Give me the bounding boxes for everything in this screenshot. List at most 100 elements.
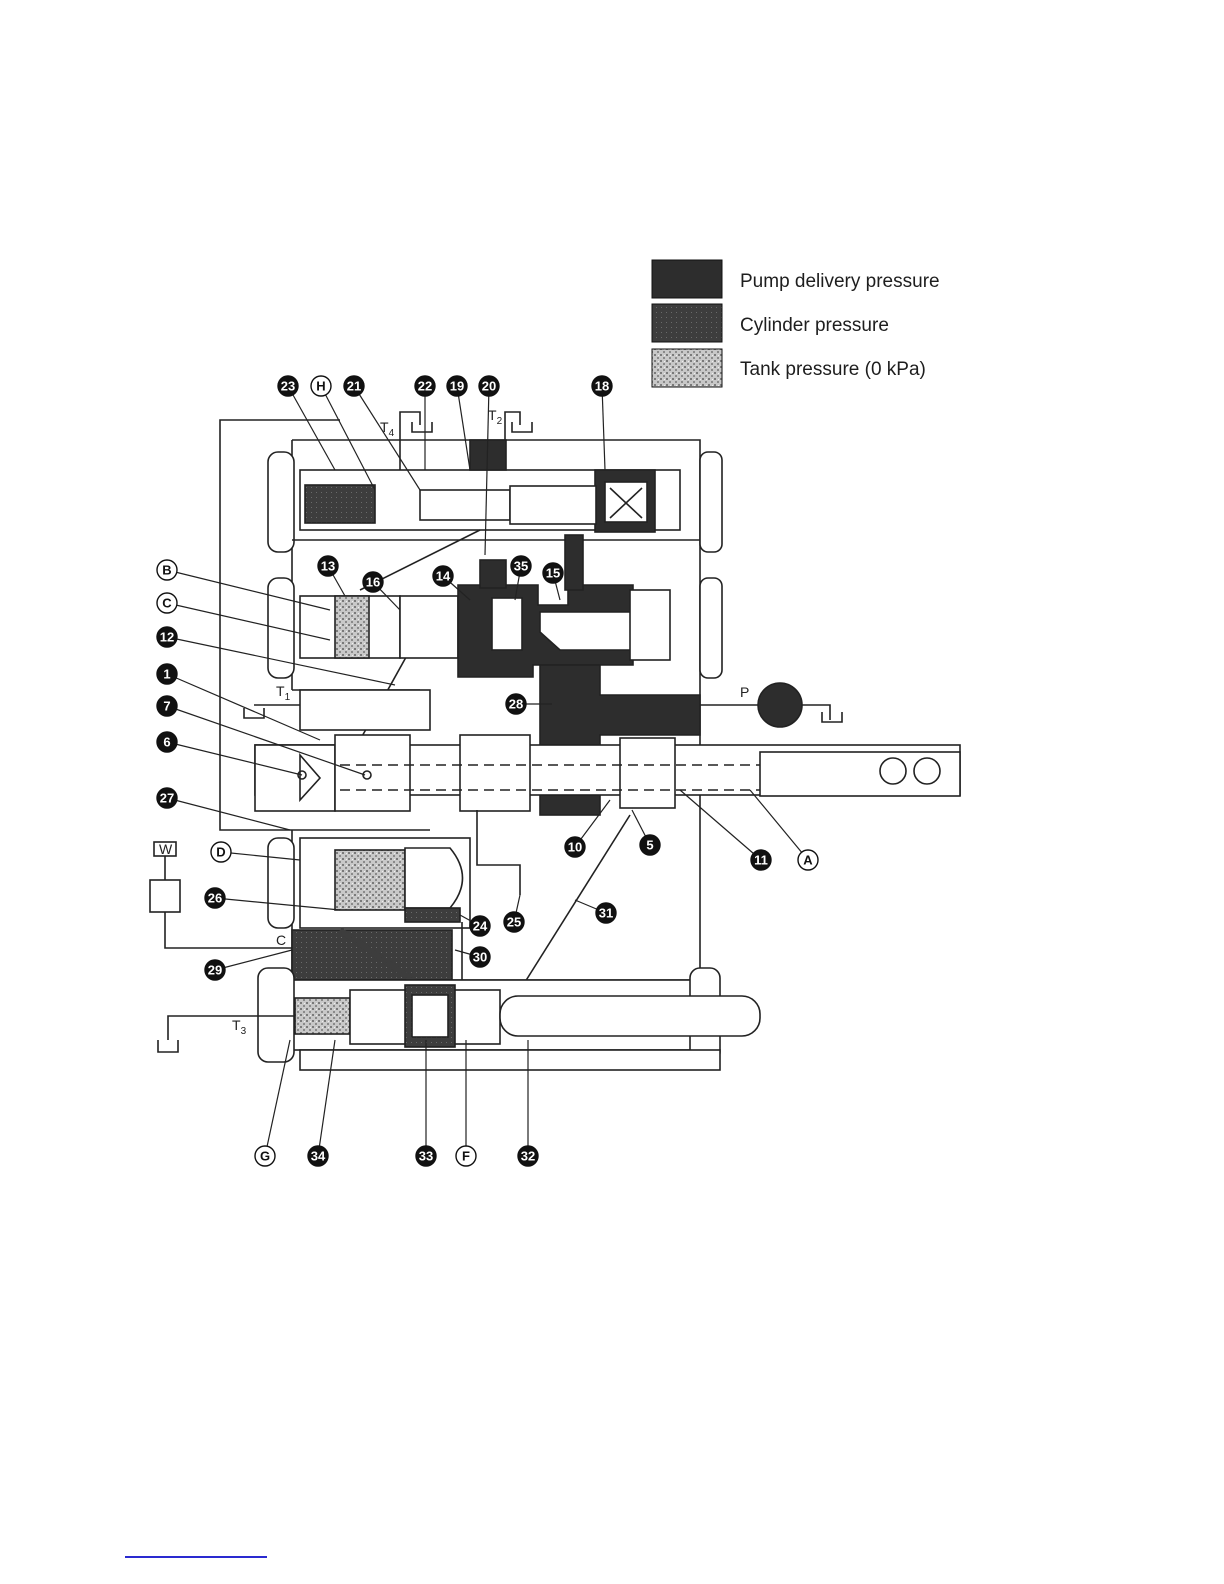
regulator-plunger (500, 996, 760, 1036)
callout-text-23: 23 (281, 379, 295, 394)
regulator-spool-land (412, 995, 448, 1037)
t2-tank-symbol (512, 422, 532, 432)
end-cap-right-mid (700, 578, 722, 678)
callout-leader-a (750, 790, 808, 860)
callout-text-30: 30 (473, 950, 487, 965)
callout-leader-29 (215, 950, 292, 970)
callout-text-13: 13 (321, 559, 335, 574)
legend-label-cylinder: Cylinder pressure (740, 315, 889, 336)
callout-leader-1 (167, 674, 320, 740)
pump-tank-symbol (822, 712, 842, 722)
callout-text-g: G (260, 1149, 270, 1164)
t1-chamber (300, 690, 430, 730)
callout-text-5: 5 (646, 838, 653, 853)
callout-11: 11 (680, 790, 771, 870)
callout-text-b: B (162, 563, 171, 578)
callout-15: 15 (543, 563, 563, 600)
callout-text-11: 11 (754, 853, 768, 868)
legend-swatch-pump (652, 260, 722, 298)
callout-text-18: 18 (595, 379, 609, 394)
callout-text-33: 33 (419, 1149, 433, 1164)
callout-text-a: A (803, 853, 813, 868)
footnote-rule (125, 1556, 267, 1558)
callout-14: 14 (433, 566, 470, 600)
pump-passage-lower (540, 795, 600, 815)
pump-feed-top (480, 560, 506, 588)
callout-text-12: 12 (160, 630, 174, 645)
callout-leader-11 (680, 790, 761, 860)
callout-1: 1 (157, 664, 320, 740)
main-spool-poppet (492, 598, 522, 650)
callout-text-27: 27 (160, 791, 174, 806)
main-spool-spring (335, 596, 369, 658)
legend-item-cylinder: Cylinder pressure (652, 304, 889, 342)
callout-leader-19 (457, 386, 470, 470)
main-spool-land (400, 596, 458, 658)
callout-13: 13 (318, 556, 345, 596)
legend-label-tank: Tank pressure (0 kPa) (740, 359, 926, 380)
control-spool-land-3 (620, 738, 675, 808)
control-spool-left-end (255, 745, 335, 811)
callout-text-35: 35 (514, 559, 528, 574)
lower-valve-spring (335, 850, 405, 910)
callout-text-16: 16 (366, 575, 380, 590)
port-label-t3: T3 (232, 1017, 247, 1037)
callout-text-32: 32 (521, 1149, 535, 1164)
port-label-c: C (276, 932, 286, 948)
end-cap-right-top (700, 452, 722, 552)
legend: Pump delivery pressure Cylinder pressure… (652, 260, 940, 387)
callout-text-19: 19 (450, 379, 464, 394)
callout-text-1: 1 (163, 667, 170, 682)
t3-tank-symbol (158, 1040, 178, 1052)
callout-text-f: F (462, 1149, 470, 1164)
callout-text-21: 21 (347, 379, 361, 394)
legend-swatch-cylinder (652, 304, 722, 342)
cylinder-w-body (150, 880, 180, 912)
callout-text-c: C (162, 596, 172, 611)
lower-valve-cyl-strip (405, 908, 460, 922)
pump-passage-28 (540, 665, 700, 745)
pump-feed-vertical (565, 535, 583, 590)
callout-18: 18 (592, 376, 612, 470)
legend-label-pump: Pump delivery pressure (740, 271, 940, 292)
callout-text-22: 22 (418, 379, 432, 394)
callout-text-7: 7 (163, 699, 170, 714)
callout-text-24: 24 (473, 919, 488, 934)
callout-text-29: 29 (208, 963, 222, 978)
pump-symbol (758, 683, 802, 727)
t4-tank-symbol (412, 422, 432, 432)
port-label-t4: T4 (380, 419, 395, 439)
t4-line (400, 412, 420, 470)
legend-swatch-tank (652, 349, 722, 387)
callout-text-15: 15 (546, 566, 560, 581)
control-spool-land-2 (460, 735, 530, 811)
callout-leader-b (167, 570, 330, 610)
callout-19: 19 (447, 376, 470, 470)
callout-text-20: 20 (482, 379, 496, 394)
port-label-t1: T1 (276, 683, 291, 703)
t1-tank-symbol (244, 708, 264, 718)
valve-body (150, 412, 960, 1070)
regulator-spring (295, 998, 350, 1034)
main-spool-cone (540, 612, 640, 650)
callout-text-26: 26 (208, 891, 222, 906)
port-label-w: W (159, 841, 173, 857)
callout-text-10: 10 (568, 840, 582, 855)
callout-text-25: 25 (507, 915, 521, 930)
legend-item-pump: Pump delivery pressure (652, 260, 940, 298)
legend-item-tank: Tank pressure (0 kPa) (652, 349, 926, 387)
callout-text-28: 28 (509, 697, 523, 712)
pump-tank-line (802, 705, 830, 720)
callout-30: 30 (455, 947, 490, 967)
main-spool-head (630, 590, 670, 660)
port-label-p: P (740, 684, 749, 700)
callout-text-d: D (216, 845, 225, 860)
callout-text-h: H (316, 379, 325, 394)
callout-5: 5 (632, 810, 660, 855)
lower-valve-poppet (405, 848, 463, 908)
port-label-t2: T2 (488, 407, 503, 427)
poppet-body (420, 490, 510, 520)
end-cap-left-low (268, 838, 294, 928)
callout-25: 25 (504, 895, 524, 932)
